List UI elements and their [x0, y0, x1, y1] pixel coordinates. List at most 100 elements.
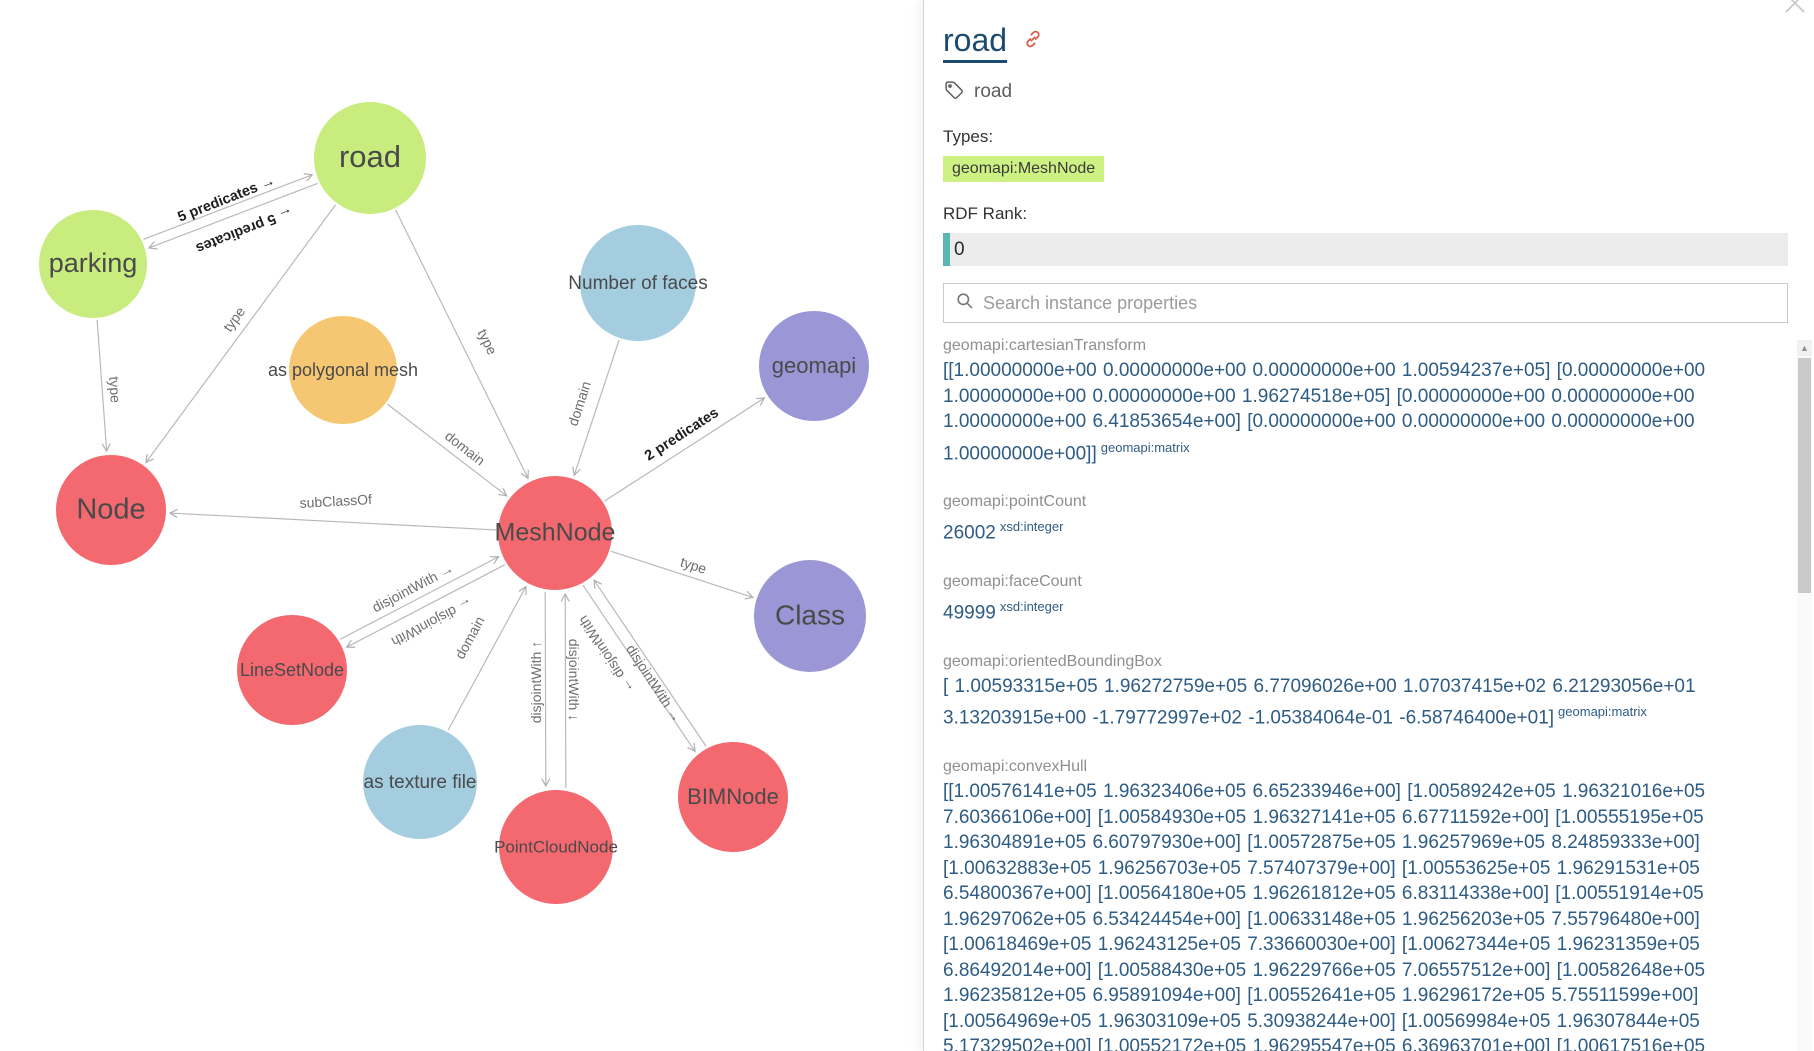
graph-edge-faces-meshnode[interactable]: [574, 339, 620, 475]
instance-details-panel: road road Types:: [923, 0, 1814, 1051]
property-name: geomapi:convexHull: [943, 758, 1088, 776]
graph-canvas[interactable]: 5 predicates →← 5 predicatestypetypetype…: [0, 0, 923, 1051]
graph-node-circle-road[interactable]: [314, 102, 426, 214]
edge-label[interactable]: type: [475, 326, 501, 357]
graph-node-circle-node[interactable]: [56, 455, 166, 565]
edge-label[interactable]: disjointWith ↑: [528, 641, 544, 723]
graph-node-label-texture: as texture file: [364, 772, 477, 793]
graph-node-road: road: [314, 102, 426, 214]
instance-title-link[interactable]: road: [943, 22, 1008, 63]
graph-edge-meshnode-node[interactable]: [170, 513, 497, 531]
graph-node-meshnode: MeshNode: [495, 476, 616, 590]
graph-edge-meshnode-bim[interactable]: [582, 584, 695, 751]
graph-node-circle-polymesh[interactable]: [289, 316, 397, 424]
instance-label: road: [974, 81, 1013, 102]
property-value: [ 1.00593315e+05 1.96272759e+05 6.770960…: [943, 675, 1696, 729]
edge-label[interactable]: disjointWith ↓: [566, 639, 582, 721]
graph-node-circle-bim[interactable]: [678, 742, 788, 852]
graph-node-class: Class: [754, 560, 866, 672]
graph-node-faces: Number of faces: [568, 225, 708, 341]
graph-edge-meshnode-class[interactable]: [610, 550, 753, 597]
edge-label[interactable]: domain: [565, 379, 594, 428]
graph-node-circle-faces[interactable]: [580, 225, 696, 341]
graph-edge-meshnode-lineset[interactable]: [347, 564, 506, 647]
rdf-rank-label: RDF Rank:: [943, 204, 1028, 223]
property-datatype: xsd:integer: [999, 599, 1064, 615]
graph-node-label-bim: BIMNode: [687, 784, 779, 809]
close-icon[interactable]: [1783, 0, 1807, 15]
graph-node-label-pcd: PointCloudNode: [494, 837, 618, 856]
property-value: [[1.00576141e+05 1.96323406e+05 6.652339…: [943, 781, 1706, 1051]
graph-edge-texture-meshnode[interactable]: [447, 587, 526, 731]
graph-node-label-meshnode: MeshNode: [495, 519, 616, 547]
property-name: geomapi:pointCount: [943, 493, 1087, 511]
scrollbar: ▲: [1797, 340, 1812, 1051]
edges-layer: [96, 175, 765, 788]
graph-node-pcd: PointCloudNode: [494, 790, 618, 904]
graph-node-circle-texture[interactable]: [363, 725, 477, 839]
edge-label[interactable]: domain: [452, 614, 488, 662]
graph-node-circle-pcd[interactable]: [499, 790, 613, 904]
rdf-rank-value: 0: [954, 239, 965, 260]
edge-label[interactable]: subClassOf: [299, 491, 372, 511]
graph-node-label-parking: parking: [49, 248, 138, 278]
tag-icon: [943, 79, 964, 105]
copy-uri-link-icon[interactable]: [1022, 28, 1044, 55]
edge-label[interactable]: type: [678, 554, 708, 577]
scrollbar-up-arrow[interactable]: ▲: [1797, 340, 1812, 356]
types-label: Types:: [943, 127, 994, 146]
type-badges: geomapi:MeshNode: [943, 156, 1788, 182]
graph-edge-parking-node[interactable]: [96, 319, 107, 451]
graph-node-label-class: Class: [775, 599, 845, 630]
graph-edge-meshnode-pcd[interactable]: [545, 592, 546, 786]
scrollbar-thumb[interactable]: [1798, 358, 1811, 593]
property-item: geomapi:cartesianTransform [[1.00000000e+…: [943, 337, 1768, 466]
property-name: geomapi:orientedBoundingBox: [943, 652, 1162, 670]
graph-node-node: Node: [56, 455, 166, 565]
graph-edge-road-node[interactable]: [146, 204, 337, 463]
search-input[interactable]: [983, 292, 1776, 314]
graph-edge-pcd-meshnode[interactable]: [565, 594, 566, 788]
graph-edge-polymesh-meshnode[interactable]: [387, 403, 506, 496]
graph-edge-road-parking[interactable]: [149, 182, 318, 248]
property-item: geomapi:orientedBoundingBox [ 1.00593315e…: [943, 653, 1768, 731]
graph-node-label-lineset: LineSetNode: [240, 660, 344, 680]
edge-label[interactable]: 2 predicates: [642, 405, 722, 465]
graph-node-lineset: LineSetNode: [237, 615, 347, 725]
graph-node-circle-class[interactable]: [754, 560, 866, 672]
property-datatype: geomapi:matrix: [1558, 704, 1647, 720]
graph-node-label-node: Node: [76, 494, 145, 526]
property-value: [[1.00000000e+00 0.00000000e+00 0.000000…: [943, 360, 1706, 464]
edge-label[interactable]: type: [106, 376, 124, 404]
edge-label[interactable]: domain: [442, 428, 488, 469]
graph-node-label-faces: Number of faces: [568, 273, 707, 294]
search-icon: [955, 291, 974, 315]
graph-edge-lineset-meshnode[interactable]: [339, 557, 498, 640]
graph-node-parking: parking: [39, 210, 147, 318]
graph-node-circle-meshnode[interactable]: [498, 476, 612, 590]
property-item: geomapi:convexHull [[1.00576141e+05 1.963…: [943, 758, 1768, 1051]
graph-node-texture: as texture file: [363, 725, 477, 839]
graph-node-bim: BIMNode: [678, 742, 788, 852]
search-box: [943, 283, 1788, 323]
edge-label[interactable]: disjointWith →: [369, 560, 456, 616]
graph-edge-parking-road[interactable]: [143, 175, 313, 240]
properties-list: geomapi:cartesianTransform [[1.00000000e+…: [943, 337, 1788, 1051]
graph-node-geomapi: geomapi: [759, 311, 869, 421]
graph-node-polymesh: as polygonal mesh: [268, 316, 418, 424]
type-badge[interactable]: geomapi:MeshNode: [943, 156, 1105, 182]
graph-edge-bim-meshnode[interactable]: [594, 580, 707, 747]
graph-edge-meshnode-geomapi[interactable]: [604, 398, 765, 502]
graph-node-circle-geomapi[interactable]: [759, 311, 869, 421]
graph-node-circle-lineset[interactable]: [237, 615, 347, 725]
graph-edge-road-meshnode[interactable]: [395, 209, 528, 478]
graph-node-label-road: road: [339, 139, 401, 174]
graph-node-circle-parking[interactable]: [39, 210, 147, 318]
property-name: geomapi:cartesianTransform: [943, 337, 1147, 354]
